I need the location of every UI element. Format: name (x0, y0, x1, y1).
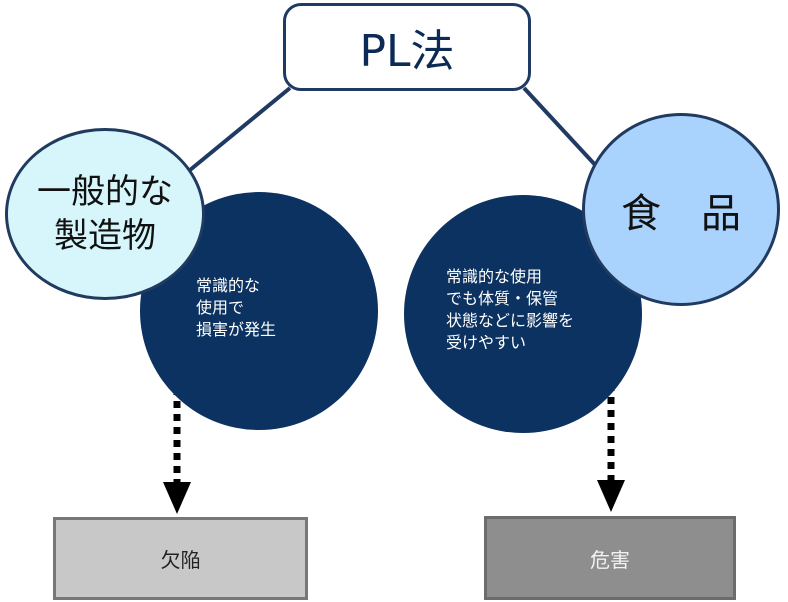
right-subject-circle: 食 品 (582, 113, 780, 306)
right-result-box: 危害 (484, 516, 736, 600)
connector-left (188, 86, 292, 172)
left-subject-circle: 一般的な 製造物 (5, 128, 205, 300)
dotted-arrow-left-head (163, 482, 191, 514)
title-box: PL法 (283, 3, 531, 91)
dotted-arrow-right-head (597, 480, 625, 512)
right-result-label: 危害 (590, 547, 630, 572)
left-result-label: 欠陥 (160, 548, 201, 572)
left-description: 常識的な 使用で 損害が発生 (196, 276, 277, 339)
right-subject-label: 食 品 (621, 190, 741, 237)
title-label: PL法 (359, 26, 455, 77)
left-result-box: 欠陥 (53, 517, 308, 600)
left-subject-label: 一般的な 製造物 (37, 172, 173, 256)
connector-right (522, 86, 600, 170)
right-description: 常識的な使用 でも体質・保管 状態などに影響を 受けやすい (446, 267, 575, 352)
